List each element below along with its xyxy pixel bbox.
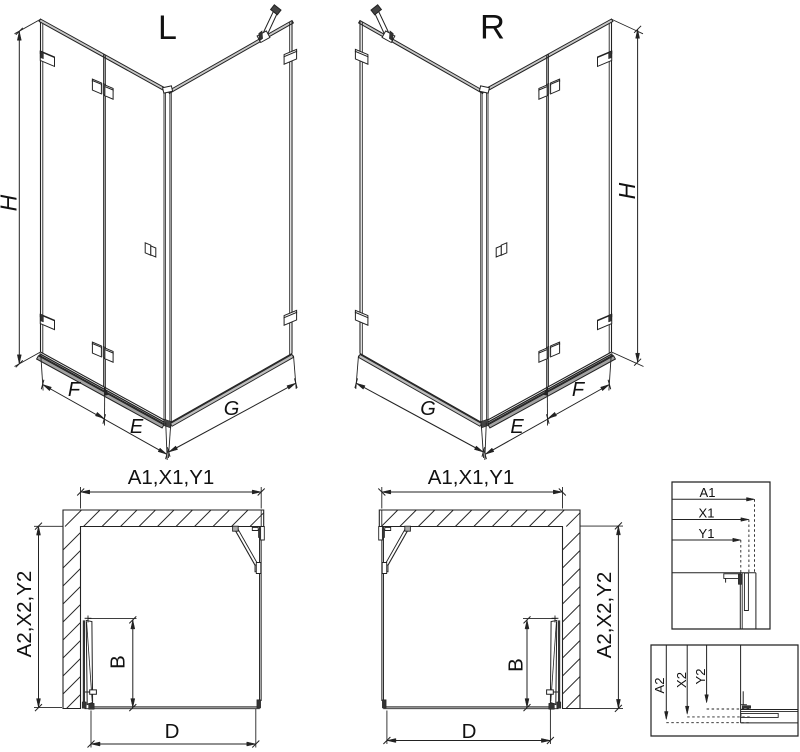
svg-text:X1: X1	[699, 506, 715, 521]
svg-text:A1: A1	[700, 485, 716, 500]
svg-text:Y1: Y1	[699, 526, 715, 541]
svg-text:H: H	[614, 182, 640, 199]
svg-text:B: B	[107, 655, 130, 669]
svg-text:R: R	[480, 9, 505, 47]
svg-text:A2,X2,Y2: A2,X2,Y2	[13, 571, 36, 658]
svg-text:A2: A2	[652, 678, 667, 694]
svg-text:A1,X1,Y1: A1,X1,Y1	[128, 466, 215, 489]
svg-text:E: E	[130, 416, 144, 438]
svg-text:L: L	[158, 9, 177, 47]
svg-text:F: F	[68, 379, 82, 401]
svg-text:H: H	[0, 194, 22, 211]
svg-text:G: G	[224, 398, 240, 420]
svg-text:D: D	[462, 720, 477, 743]
svg-text:A2,X2,Y2: A2,X2,Y2	[593, 572, 616, 659]
svg-text:E: E	[510, 416, 524, 438]
svg-text:G: G	[420, 398, 436, 420]
svg-text:D: D	[165, 720, 180, 743]
svg-text:B: B	[505, 658, 528, 672]
svg-text:X2: X2	[674, 672, 689, 688]
svg-text:A1,X1,Y1: A1,X1,Y1	[428, 466, 515, 489]
svg-text:F: F	[572, 379, 586, 401]
svg-text:Y2: Y2	[693, 669, 708, 685]
